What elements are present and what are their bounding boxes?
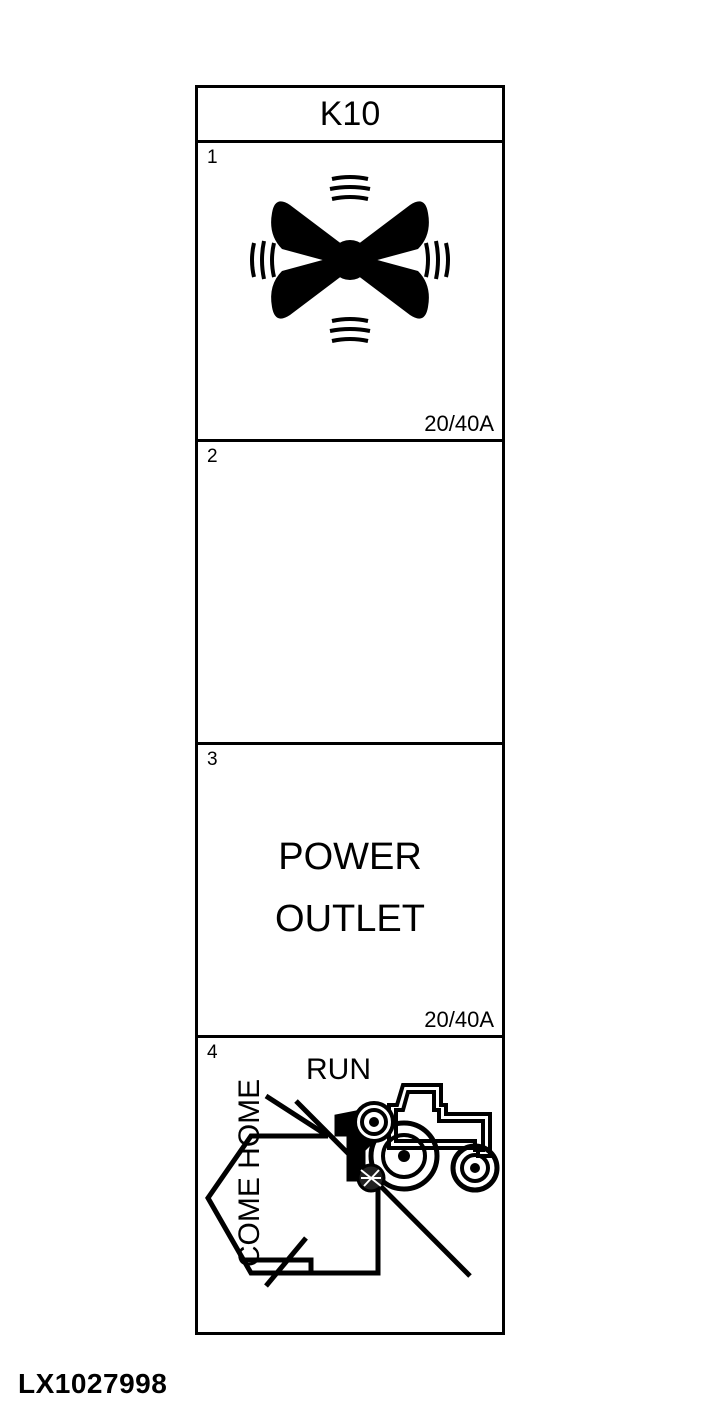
cell-number: 4 bbox=[207, 1042, 218, 1063]
label-cell-1: 1 bbox=[198, 143, 502, 442]
cell-amperage: 20/40A bbox=[424, 411, 494, 436]
tractor-house-icon bbox=[205, 1083, 500, 1288]
cell-text-line: OUTLET bbox=[275, 897, 425, 940]
part-number: LX1027998 bbox=[18, 1368, 168, 1399]
run-label: RUN bbox=[306, 1053, 371, 1086]
cell-text-line: POWER bbox=[278, 836, 422, 878]
plug-device-icon bbox=[334, 1101, 395, 1193]
label-cell-2: 2 bbox=[198, 442, 502, 745]
airflow-marks-bottom bbox=[329, 317, 371, 343]
fuse-label-table: K10 1 bbox=[195, 85, 505, 1335]
cell-number: 3 bbox=[207, 749, 218, 770]
airflow-marks-top bbox=[329, 175, 371, 201]
page-title: K10 bbox=[319, 95, 381, 133]
tractor-icon bbox=[368, 1083, 500, 1193]
diagonal-divider-line bbox=[294, 1099, 472, 1278]
cell-text-block: POWER OUTLET bbox=[198, 827, 502, 950]
airflow-marks-left bbox=[250, 240, 276, 280]
label-cell-4: 4 RUN COME HOME bbox=[198, 1038, 502, 1334]
label-header: K10 bbox=[198, 88, 502, 143]
fan-icon-wrap bbox=[198, 165, 502, 355]
cell-number: 2 bbox=[207, 446, 218, 467]
house-icon bbox=[205, 1093, 381, 1288]
label-cell-3: 3 POWER OUTLET 20/40A bbox=[198, 745, 502, 1038]
airflow-marks-right bbox=[424, 240, 450, 280]
cell-number: 1 bbox=[207, 147, 218, 168]
cell-amperage: 20/40A bbox=[424, 1007, 494, 1032]
fan-icon bbox=[250, 175, 450, 343]
